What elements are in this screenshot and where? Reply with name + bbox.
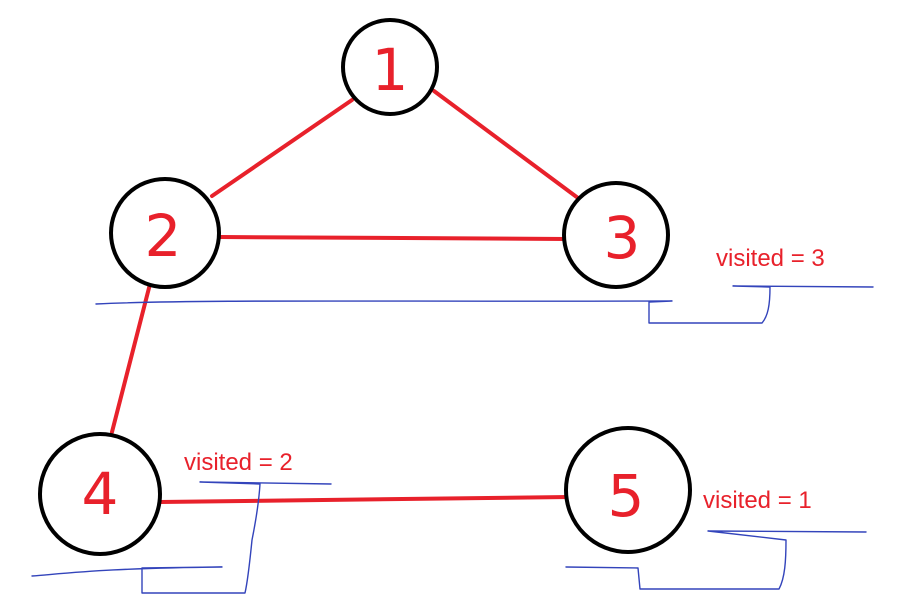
visited-label-level-3: visited = 1 — [703, 487, 812, 514]
node-3-circle — [562, 181, 670, 289]
bracket-level-3 — [565, 530, 867, 590]
node-2: 2 — [109, 177, 221, 289]
bracket-level-2 — [31, 481, 332, 594]
level-brackets — [31, 285, 874, 594]
edges — [110, 89, 580, 504]
node-5-label: 5 — [608, 462, 645, 530]
node-1-label: 1 — [372, 36, 409, 104]
edge-2-4 — [110, 282, 152, 434]
edge-2-3 — [219, 235, 568, 241]
edge-1-2 — [210, 98, 354, 198]
node-3-label: 3 — [604, 204, 641, 272]
edge-4-5 — [158, 495, 571, 504]
node-4: 4 — [38, 432, 162, 556]
node-2-circle — [109, 177, 221, 289]
visited-label-level-1: visited = 3 — [716, 245, 825, 272]
node-4-circle — [38, 432, 162, 556]
node-5: 5 — [564, 426, 692, 554]
node-4-label: 4 — [82, 460, 119, 528]
node-3: 3 — [562, 181, 670, 289]
bracket-level-1 — [95, 285, 874, 324]
node-5-circle — [564, 426, 692, 554]
node-1-circle — [341, 18, 439, 116]
visited-label-level-2: visited = 2 — [184, 449, 293, 476]
node-2-label: 2 — [145, 202, 182, 270]
node-1: 1 — [341, 18, 439, 116]
edge-1-3 — [432, 89, 580, 200]
